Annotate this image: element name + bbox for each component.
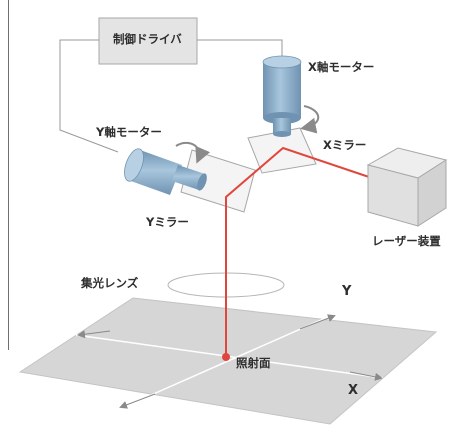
frame-edge [0, 0, 9, 350]
axis-x-label: X [348, 383, 359, 398]
y-mirror-label: Yミラー [146, 215, 189, 229]
x-mirror-label: Xミラー [323, 138, 367, 152]
laser-device [366, 147, 448, 227]
laser-device-label: レーザー装置 [372, 234, 441, 248]
plane-axis-arrows [77, 314, 383, 409]
control-driver [98, 17, 198, 65]
control-driver-label: 制御ドライバ [113, 32, 182, 46]
driver-cables [59, 39, 283, 153]
axis-y-label: Y [342, 284, 352, 299]
x-motor [262, 55, 320, 137]
irradiation-plane [18, 297, 438, 425]
y-motor [124, 141, 211, 195]
y-motor-label: Y軸モーター [96, 125, 162, 139]
focusing-lens-label: 集光レンズ [81, 276, 139, 290]
irradiation-surface-label: 照射面 [236, 356, 271, 370]
x-motor-label: X軸モーター [308, 60, 375, 74]
